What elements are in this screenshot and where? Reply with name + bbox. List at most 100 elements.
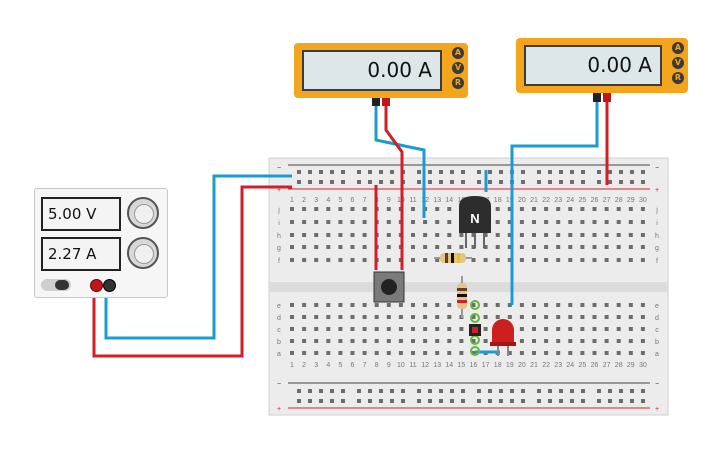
- breadboard-hole[interactable]: [435, 351, 440, 355]
- breadboard-hole[interactable]: [319, 399, 323, 403]
- breadboard-hole[interactable]: [471, 233, 476, 237]
- breadboard-hole[interactable]: [556, 220, 561, 224]
- breadboard-hole[interactable]: [592, 220, 597, 224]
- breadboard-hole[interactable]: [568, 258, 573, 262]
- breadboard-hole[interactable]: [548, 180, 552, 184]
- breadboard-hole[interactable]: [341, 170, 345, 174]
- ammeter-right-mode-v[interactable]: V: [672, 57, 684, 69]
- breadboard-hole[interactable]: [319, 170, 323, 174]
- breadboard-hole[interactable]: [510, 399, 514, 403]
- breadboard-hole[interactable]: [308, 180, 312, 184]
- breadboard-hole[interactable]: [519, 339, 524, 343]
- breadboard-hole[interactable]: [308, 170, 312, 174]
- breadboard-hole[interactable]: [386, 303, 391, 307]
- breadboard-hole[interactable]: [619, 399, 623, 403]
- psu-current-knob[interactable]: [127, 237, 159, 269]
- breadboard-hole[interactable]: [580, 233, 585, 237]
- breadboard-hole[interactable]: [592, 339, 597, 343]
- breadboard-hole[interactable]: [401, 389, 405, 393]
- breadboard-hole[interactable]: [556, 303, 561, 307]
- breadboard-hole[interactable]: [640, 220, 645, 224]
- breadboard-hole[interactable]: [459, 245, 464, 249]
- breadboard-hole[interactable]: [411, 315, 415, 319]
- breadboard-hole[interactable]: [521, 389, 525, 393]
- breadboard-hole[interactable]: [597, 170, 601, 174]
- breadboard-hole[interactable]: [302, 207, 307, 211]
- breadboard-hole[interactable]: [447, 339, 452, 343]
- breadboard-hole[interactable]: [439, 389, 443, 393]
- breadboard-hole[interactable]: [592, 303, 597, 307]
- breadboard-hole[interactable]: [386, 207, 391, 211]
- breadboard-hole[interactable]: [379, 399, 383, 403]
- ammeter-right-mode-a[interactable]: A: [672, 42, 684, 54]
- breadboard-hole[interactable]: [362, 233, 367, 237]
- breadboard-hole[interactable]: [423, 339, 428, 343]
- breadboard-hole[interactable]: [616, 327, 621, 331]
- breadboard-hole[interactable]: [398, 339, 403, 343]
- breadboard-hole[interactable]: [330, 399, 334, 403]
- breadboard-hole[interactable]: [297, 170, 301, 174]
- psu-power-switch[interactable]: [41, 279, 71, 291]
- breadboard-hole[interactable]: [556, 327, 561, 331]
- breadboard-hole[interactable]: [368, 399, 372, 403]
- breadboard-hole[interactable]: [640, 351, 645, 355]
- breadboard-hole[interactable]: [580, 258, 585, 262]
- breadboard-hole[interactable]: [374, 351, 379, 355]
- breadboard-hole[interactable]: [628, 339, 633, 343]
- breadboard-hole[interactable]: [568, 339, 573, 343]
- breadboard-hole[interactable]: [556, 233, 561, 237]
- breadboard-hole[interactable]: [338, 303, 343, 307]
- breadboard-hole[interactable]: [604, 339, 609, 343]
- breadboard-hole[interactable]: [495, 233, 500, 237]
- breadboard-hole[interactable]: [483, 303, 488, 307]
- breadboard-hole[interactable]: [302, 303, 307, 307]
- breadboard-hole[interactable]: [411, 258, 415, 262]
- breadboard-hole[interactable]: [477, 389, 481, 393]
- breadboard-hole[interactable]: [417, 180, 421, 184]
- breadboard-hole[interactable]: [495, 258, 500, 262]
- psu-terminal-positive[interactable]: [90, 279, 103, 292]
- breadboard-hole[interactable]: [338, 233, 343, 237]
- breadboard-hole[interactable]: [640, 258, 645, 262]
- breadboard-hole[interactable]: [537, 180, 541, 184]
- breadboard-hole[interactable]: [423, 233, 428, 237]
- breadboard-hole[interactable]: [507, 233, 512, 237]
- breadboard-hole[interactable]: [459, 233, 464, 237]
- breadboard-hole[interactable]: [439, 399, 443, 403]
- breadboard-hole[interactable]: [330, 180, 334, 184]
- breadboard-hole[interactable]: [326, 245, 331, 249]
- breadboard-hole[interactable]: [357, 399, 361, 403]
- breadboard-hole[interactable]: [580, 351, 585, 355]
- breadboard-hole[interactable]: [519, 245, 524, 249]
- breadboard-hole[interactable]: [581, 170, 585, 174]
- breadboard-hole[interactable]: [308, 389, 312, 393]
- breadboard-hole[interactable]: [362, 258, 367, 262]
- breadboard-hole[interactable]: [556, 258, 561, 262]
- psu-terminal-negative[interactable]: [103, 279, 116, 292]
- breadboard-hole[interactable]: [570, 399, 574, 403]
- breadboard-hole[interactable]: [390, 170, 394, 174]
- breadboard-hole[interactable]: [604, 258, 609, 262]
- breadboard-hole[interactable]: [374, 303, 379, 307]
- breadboard-hole[interactable]: [338, 258, 343, 262]
- breadboard-hole[interactable]: [519, 315, 524, 319]
- breadboard-hole[interactable]: [608, 399, 612, 403]
- breadboard-hole[interactable]: [447, 220, 452, 224]
- breadboard-hole[interactable]: [314, 220, 319, 224]
- breadboard-hole[interactable]: [314, 315, 319, 319]
- breadboard-hole[interactable]: [499, 170, 503, 174]
- breadboard-hole[interactable]: [362, 315, 367, 319]
- breadboard-hole[interactable]: [302, 315, 307, 319]
- breadboard-hole[interactable]: [592, 351, 597, 355]
- breadboard-hole[interactable]: [568, 207, 573, 211]
- breadboard-hole[interactable]: [423, 220, 428, 224]
- breadboard-hole[interactable]: [411, 351, 415, 355]
- breadboard-hole[interactable]: [471, 315, 476, 319]
- breadboard-hole[interactable]: [556, 207, 561, 211]
- breadboard-hole[interactable]: [411, 339, 415, 343]
- breadboard-hole[interactable]: [532, 258, 536, 262]
- breadboard-hole[interactable]: [580, 220, 585, 224]
- breadboard-hole[interactable]: [368, 389, 372, 393]
